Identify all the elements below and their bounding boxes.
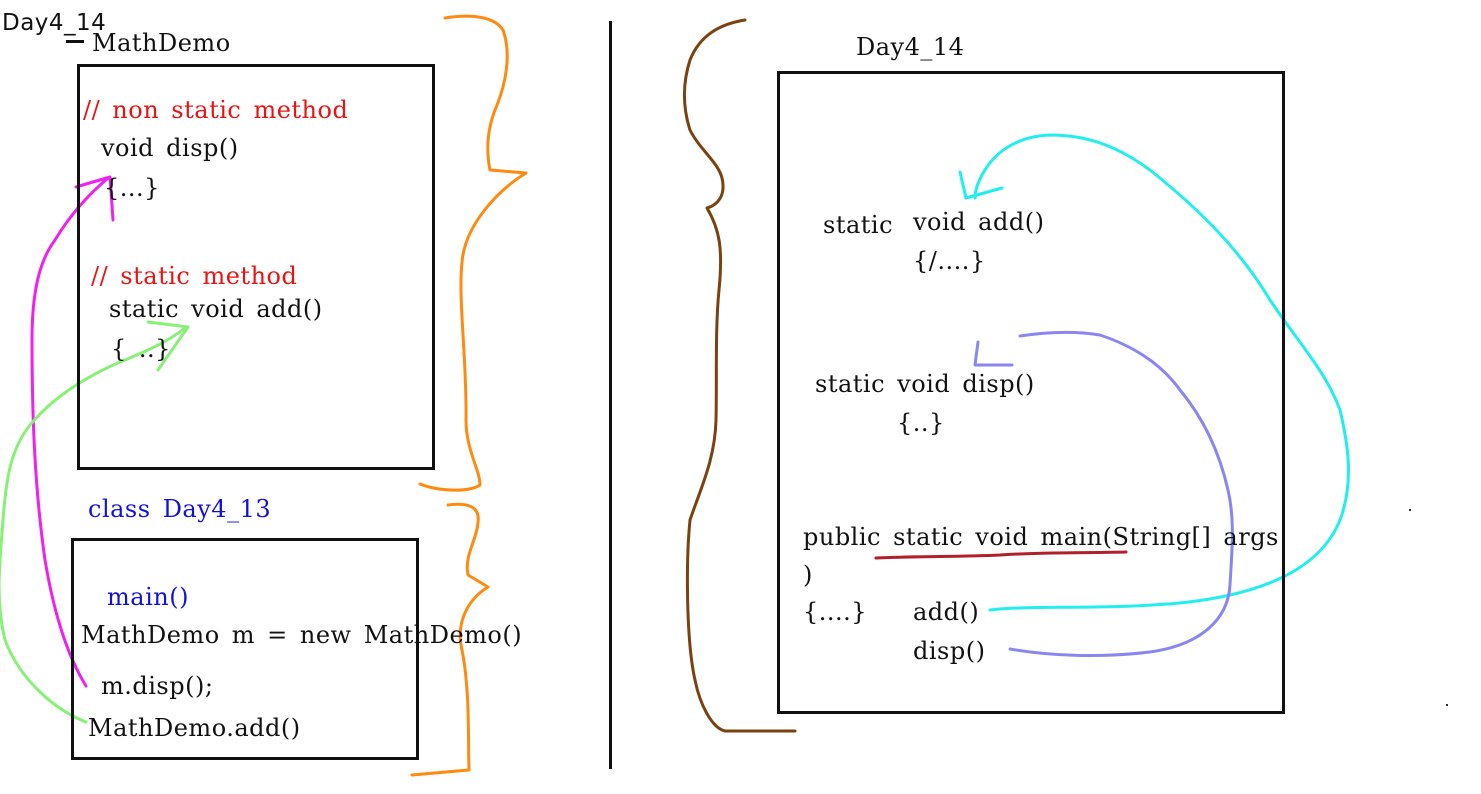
day4-13-class-box: [71, 538, 419, 760]
mathdemo-label: MathDemo: [92, 29, 231, 57]
main-underline: [874, 550, 1128, 560]
create-mathdemo-object: MathDemo m = new MathDemo(): [81, 621, 523, 649]
center-divider: [609, 21, 612, 769]
orange-brace-day4-13: [410, 502, 490, 777]
add-body: { ..}: [111, 335, 171, 363]
label-dash: [66, 40, 84, 43]
mathdemo-class-box: [77, 64, 435, 470]
cyan-arrowhead: [958, 170, 1004, 200]
comment-static: // static method: [91, 262, 298, 290]
call-instance-disp: m.disp();: [101, 672, 214, 700]
stray-dot: [1446, 704, 1448, 706]
day4-14-class-box: [777, 71, 1285, 714]
call-static-add: MathDemo.add(): [88, 714, 301, 742]
green-arrow-add-call: [0, 326, 187, 724]
disp-signature: void disp(): [101, 134, 239, 162]
day4-14-label-right: Day4_14: [856, 33, 965, 61]
disp-body-right: {..}: [897, 409, 945, 437]
main-close-paren: ): [803, 561, 813, 589]
main-body: {....}: [803, 598, 868, 626]
static-keyword-add: static: [823, 211, 894, 239]
disp-body: {...}: [104, 174, 160, 202]
add-signature: static void add(): [109, 295, 323, 323]
periwinkle-arrow-disp-call: [1008, 330, 1234, 658]
add-body-right: {/....}: [913, 247, 986, 275]
green-arrowhead: [146, 320, 190, 372]
add-signature-right: void add(): [913, 208, 1045, 236]
stray-dot: [1409, 509, 1411, 511]
main-method: main(): [107, 583, 189, 611]
call-disp-right: disp(): [913, 637, 986, 665]
magenta-arrowhead: [74, 175, 115, 222]
orange-brace-mathdemo: [418, 14, 528, 492]
main-signature: public static void main(String[] args: [803, 523, 1279, 551]
main-signature-clip: public static void main(String[] args: [803, 522, 1281, 556]
cyan-arrow-add-call: [973, 133, 1350, 612]
day4-14-label-left: Day4_14: [2, 10, 107, 36]
class-day4-13-label: class Day4_13: [88, 495, 272, 523]
disp-signature-right: static void disp(): [815, 370, 1035, 398]
comment-non-static: // non static method: [83, 96, 349, 124]
magenta-arrow-disp-call: [30, 176, 110, 688]
brown-brace-day4-14: [682, 18, 797, 733]
periwinkle-arrowhead: [973, 340, 1014, 367]
call-add-right: add(): [913, 598, 980, 626]
